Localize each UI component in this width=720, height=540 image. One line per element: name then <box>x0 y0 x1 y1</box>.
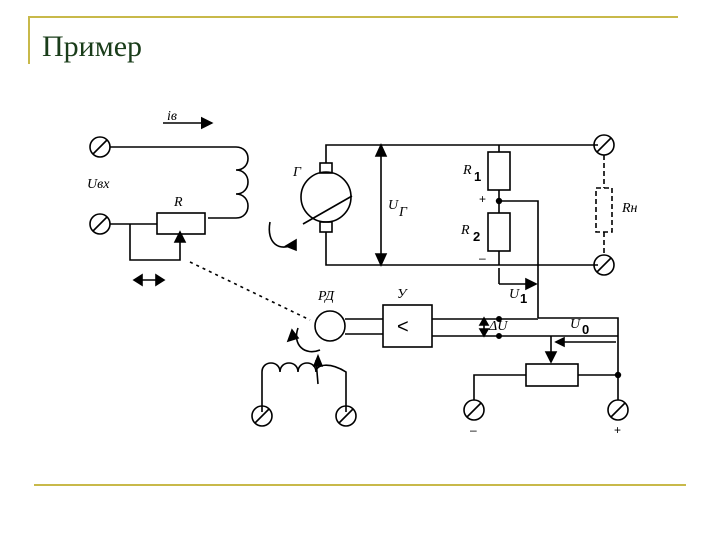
mechanical-link <box>189 261 311 321</box>
generator-adjust-line <box>302 195 353 225</box>
wire-gen-bottom <box>325 232 598 266</box>
frame-bottom-line <box>34 484 686 486</box>
label-amplifier: У <box>397 287 408 302</box>
label-u0: U <box>570 317 581 332</box>
load-rn <box>593 134 615 276</box>
label-minus-mid: – <box>479 251 486 265</box>
resistor-r2 <box>487 212 511 252</box>
terminal-ref-minus <box>463 399 485 421</box>
slider-arrow-left <box>132 273 143 287</box>
potentiometer-ref <box>525 363 579 387</box>
motor-rotation-arrow <box>295 327 321 353</box>
resistor-rn <box>595 187 613 233</box>
label-u1-sub: 1 <box>520 291 527 306</box>
label-r1-sub: 1 <box>474 169 481 184</box>
label-u1: U <box>509 287 520 302</box>
rheostat-slider-wire <box>129 224 181 261</box>
reference-source <box>463 317 629 421</box>
motor-amplifier <box>189 261 618 353</box>
rheostat-r <box>156 212 206 235</box>
resistor-r1 <box>487 151 511 191</box>
label-ie: iв <box>167 109 177 124</box>
label-minus-bottom: – <box>470 423 477 437</box>
label-u0-sub: 0 <box>582 322 589 337</box>
slider-arrow-right <box>155 273 166 287</box>
label-r2: R <box>460 223 470 238</box>
voltage-divider <box>487 145 539 318</box>
terminal-motor-left <box>251 405 273 427</box>
label-ug: U <box>388 198 399 213</box>
generator-body <box>300 171 352 223</box>
label-plus-mid: + <box>479 192 486 206</box>
wire-ref-left <box>473 374 526 400</box>
label-rn: Rн <box>621 201 638 216</box>
terminal-input-top <box>89 136 111 158</box>
label-generator: Г <box>292 165 302 180</box>
terminal-ref-plus <box>607 399 629 421</box>
label-r1: R <box>462 163 472 178</box>
terminal-load-bottom <box>593 254 615 276</box>
excitation-circuit <box>89 116 249 287</box>
wire-ref-top <box>538 317 619 376</box>
motor-field <box>251 353 357 427</box>
slide-title: Пример <box>42 30 143 63</box>
terminal-motor-right <box>335 405 357 427</box>
label-r: R <box>173 195 183 210</box>
field-winding <box>208 146 249 219</box>
terminal-input-bottom <box>89 213 111 235</box>
generator <box>268 143 598 267</box>
label-du: ΔU <box>488 319 508 334</box>
label-r2-sub: 2 <box>473 229 480 244</box>
rheostat-slider-arrow <box>173 230 187 243</box>
label-amp-symbol: < <box>397 316 409 338</box>
label-plus-bottom: + <box>614 423 621 437</box>
motor-rd <box>314 310 346 342</box>
wire-u1 <box>499 200 539 318</box>
generator-brush-bottom <box>319 221 333 233</box>
wire-ref-right <box>578 374 619 400</box>
motor-field-winding <box>261 362 347 412</box>
label-rd: РД <box>317 289 335 304</box>
amplifier-u <box>382 304 433 348</box>
wire-gen-top <box>325 144 598 163</box>
label-ug-sub: Г <box>398 205 408 220</box>
frame-top-line <box>28 16 678 18</box>
frame-left-line <box>28 16 30 64</box>
label-uvx: Uвх <box>87 177 110 192</box>
